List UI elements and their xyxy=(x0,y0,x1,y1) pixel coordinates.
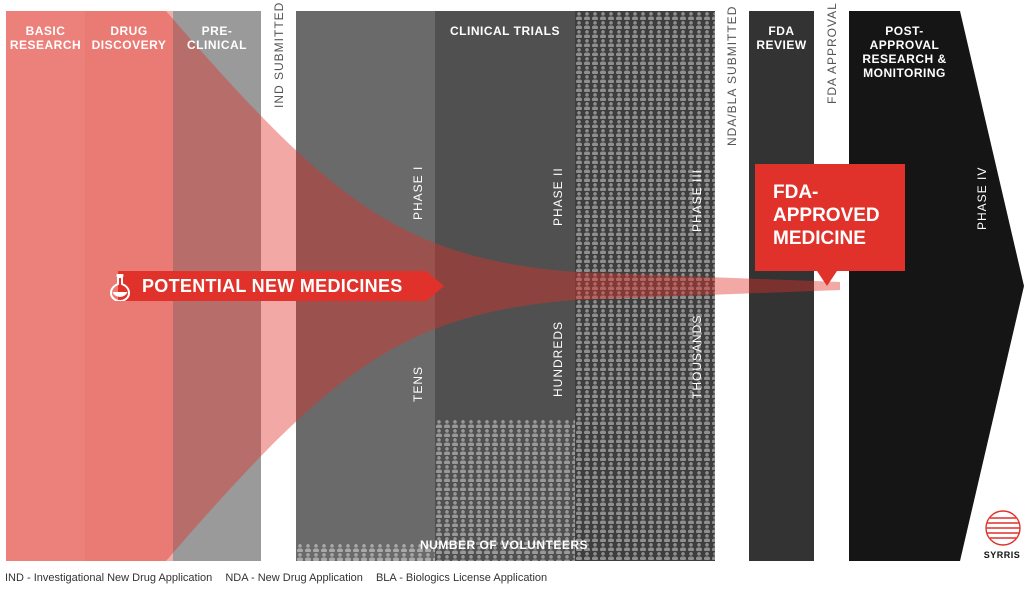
syrris-logo-icon xyxy=(985,510,1021,546)
fda-review-header: FDA REVIEW xyxy=(756,24,807,52)
footnote: IND - Investigational New Drug Applicati… xyxy=(5,572,557,584)
volunteers-phase-1-pattern xyxy=(296,543,435,561)
potential-new-medicines-label: POTENTIAL NEW MEDICINES xyxy=(142,276,403,296)
footnote-bla: BLA - Biologics License Application xyxy=(375,572,548,584)
clinical-trials-header: CLINICAL TRIALS xyxy=(450,24,560,38)
footnote-ind: IND - Investigational New Drug Applicati… xyxy=(5,572,213,584)
syrris-brand: SYRRIS xyxy=(983,550,1021,560)
flask-icon xyxy=(109,274,131,301)
fda-approved-medicine-label: FDA- APPROVED MEDICINE xyxy=(773,182,880,249)
basic-research-column xyxy=(6,11,85,561)
pre-clinical-header: PRE- CLINICAL xyxy=(187,24,247,52)
phase-3-column xyxy=(575,11,715,561)
volunteers-phase-3-pattern xyxy=(575,11,715,561)
post-approval-header: POST- APPROVAL RESEARCH & MONITORING xyxy=(862,24,947,80)
phase-2-column xyxy=(435,11,575,561)
number-of-volunteers-label: NUMBER OF VOLUNTEERS xyxy=(420,538,589,552)
footnote-nda: NDA - New Drug Application xyxy=(225,572,363,584)
fda-review-column xyxy=(749,11,814,561)
volunteers-phase-2-pattern xyxy=(435,419,575,561)
drug-discovery-header: DRUG DISCOVERY xyxy=(91,24,167,52)
basic-research-header: BASIC RESEARCH xyxy=(9,24,82,52)
